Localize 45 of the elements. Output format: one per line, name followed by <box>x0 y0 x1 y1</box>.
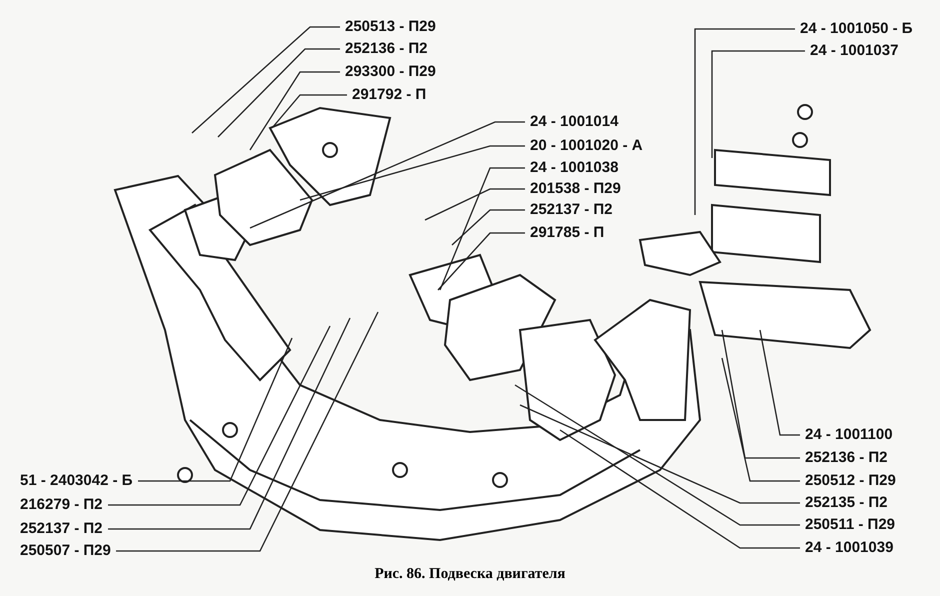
part-number: 24 - 1001038 <box>530 159 618 177</box>
part-number: 216279 - П2 <box>20 496 103 514</box>
leader-line <box>424 188 525 221</box>
leader-line <box>514 384 800 526</box>
leader-line <box>300 145 525 201</box>
leader-line <box>138 338 293 482</box>
leader-line <box>520 404 800 504</box>
part-number: 201538 - П29 <box>530 180 621 198</box>
leader-line <box>439 167 525 290</box>
figure-caption: Рис. 86. Подвеска двигателя <box>374 566 566 583</box>
part-number: 252135 - П2 <box>805 494 888 512</box>
part-number: 250512 - П29 <box>805 472 896 490</box>
part-number: 24 - 1001100 <box>805 426 893 444</box>
leader-line <box>108 318 351 530</box>
part-number: 291785 - П <box>530 224 604 242</box>
part-number: 252136 - П2 <box>805 449 888 467</box>
part-number: 24 - 1001037 <box>810 42 898 60</box>
part-number: 250511 - П29 <box>805 516 896 534</box>
part-number: 24 - 1001039 <box>805 539 894 557</box>
leader-line <box>116 312 379 552</box>
leader-line <box>218 48 340 138</box>
part-number: 51 - 2403042 - Б <box>20 472 133 490</box>
part-number: 252137 - П2 <box>530 201 613 219</box>
part-number: 20 - 1001020 - А <box>530 137 643 155</box>
part-number: 250507 - П29 <box>20 542 111 560</box>
part-number: 291792 - П <box>352 86 426 104</box>
leader-line <box>249 71 340 150</box>
leader-line <box>438 232 525 290</box>
leader-line <box>759 330 800 436</box>
part-number: 252136 - П2 <box>345 40 428 58</box>
leader-line <box>560 429 800 549</box>
part-number: 293300 - П29 <box>345 63 436 81</box>
part-number: 250513 - П29 <box>345 18 436 36</box>
leader-line <box>192 26 340 134</box>
leader-line <box>711 50 805 158</box>
leader-line <box>108 326 331 506</box>
leader-line <box>272 94 347 128</box>
leader-line <box>721 358 800 482</box>
part-number: 252137 - П2 <box>20 520 103 538</box>
leader-line <box>250 121 525 229</box>
leader-line <box>721 330 800 459</box>
part-number: 24 - 1001050 - Б <box>800 20 913 38</box>
part-number: 24 - 1001014 <box>530 113 618 131</box>
leader-line <box>694 28 795 215</box>
leader-line <box>452 209 525 246</box>
